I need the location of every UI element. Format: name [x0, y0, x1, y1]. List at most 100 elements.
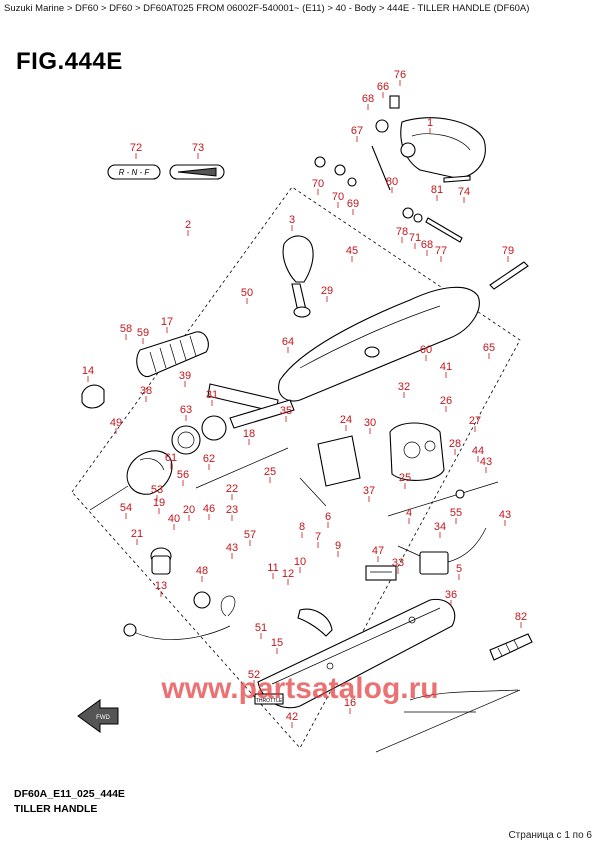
part-callout-79: 79: [502, 245, 514, 257]
part-callout-34: 34: [434, 521, 446, 533]
watermark: www.partsatalog.ru: [160, 672, 438, 705]
tiller-tow-rod: [375, 633, 533, 753]
emergency-stop-switch: [150, 547, 172, 575]
part-callout-80: 80: [386, 176, 398, 188]
gear-label-plate: R - N - F: [107, 164, 161, 180]
part-callout-62: 62: [203, 453, 215, 465]
throttle-plate: THROTTLE: [254, 693, 284, 705]
bolts-group: [425, 175, 529, 290]
part-callout-59: 59: [137, 327, 149, 339]
part-callout-41: 41: [440, 361, 452, 373]
steering-friction-bracket: [371, 95, 486, 191]
part-callout-68: 68: [362, 93, 374, 105]
shift-cable: [387, 481, 499, 517]
part-callout-61: 61: [165, 452, 177, 464]
assembly-outline: [71, 186, 521, 749]
throttle-friction-knob: [282, 235, 314, 318]
forward-direction-arrow: FWD: [77, 699, 119, 733]
throttle-plate-text: THROTTLE: [256, 698, 283, 704]
part-callout-6: 6: [325, 511, 331, 523]
part-callout-45: 45: [346, 245, 358, 257]
part-callout-30: 30: [364, 417, 376, 429]
part-callout-51: 51: [255, 622, 267, 634]
gear-label-text: R - N - F: [119, 168, 151, 177]
part-callout-69: 69: [347, 198, 359, 210]
warning-label: [365, 565, 397, 581]
part-callout-1: 1: [427, 117, 433, 129]
part-callout-16: 16: [344, 697, 356, 709]
part-callout-13: 13: [155, 580, 167, 592]
part-callout-5: 5: [456, 563, 462, 575]
part-callout-43: 43: [226, 542, 238, 554]
part-callout-33: 33: [392, 557, 404, 569]
part-callout-63: 63: [180, 404, 192, 416]
part-callout-42: 42: [286, 711, 298, 723]
throttle-shaft: [171, 383, 295, 455]
part-callout-78: 78: [396, 226, 408, 238]
part-callout-15: 15: [271, 637, 283, 649]
figure-subtitle: TILLER HANDLE: [14, 803, 98, 815]
part-callout-22: 22: [226, 483, 238, 495]
part-callout-48: 48: [196, 565, 208, 577]
part-callout-67: 67: [351, 125, 363, 137]
part-callout-50: 50: [241, 287, 253, 299]
part-callout-82: 82: [515, 611, 527, 623]
part-callout-40: 40: [168, 513, 180, 525]
part-callout-60: 60: [420, 344, 432, 356]
part-callout-31: 31: [206, 389, 218, 401]
throttle-link-rod: [195, 447, 289, 489]
part-callout-18: 18: [243, 428, 255, 440]
part-callout-71: 71: [409, 232, 421, 244]
part-callout-24: 24: [340, 414, 352, 426]
throttle-cable-spring: [297, 608, 333, 637]
part-callout-20: 20: [183, 504, 195, 516]
forward-arrow-label: FWD: [96, 715, 110, 721]
part-callout-14: 14: [82, 365, 94, 377]
part-callout-53: 53: [151, 484, 163, 496]
part-callout-29: 29: [321, 285, 333, 297]
wiring-harness: [397, 527, 487, 575]
tiller-handle-body: [278, 286, 480, 402]
part-callout-21: 21: [131, 528, 143, 540]
part-callout-7: 7: [315, 531, 321, 543]
part-callout-64: 64: [282, 336, 294, 348]
part-callout-44: 44: [472, 445, 484, 457]
part-callout-2: 2: [185, 219, 191, 231]
part-callout-68: 68: [421, 239, 433, 251]
grip-end-cap: [81, 384, 105, 409]
part-callout-81: 81: [431, 184, 443, 196]
part-callout-56: 56: [177, 469, 189, 481]
part-callout-17: 17: [161, 316, 173, 328]
part-callout-23: 23: [226, 504, 238, 516]
part-callout-52: 52: [248, 669, 260, 681]
part-callout-19: 19: [153, 497, 165, 509]
part-callout-39: 39: [179, 370, 191, 382]
tiller-grip-end: [89, 450, 173, 511]
part-callout-43: 43: [480, 456, 492, 468]
part-callout-76: 76: [394, 69, 406, 81]
stop-switch-lanyard: [123, 595, 236, 640]
part-callout-55: 55: [450, 507, 462, 519]
part-callout-36: 36: [445, 589, 457, 601]
part-callout-35: 35: [280, 405, 292, 417]
part-callout-54: 54: [120, 502, 132, 514]
part-callout-49: 49: [110, 417, 122, 429]
part-callout-12: 12: [282, 568, 294, 580]
part-callout-25: 25: [264, 466, 276, 478]
part-callout-27: 27: [469, 415, 481, 427]
shift-lever-bracket: [299, 435, 361, 507]
part-callout-38: 38: [140, 385, 152, 397]
throttle-grip: [136, 331, 209, 378]
figure-code: DF60A_E11_025_444E: [14, 788, 125, 800]
figure-title: FIG.444E: [16, 48, 123, 75]
part-callout-72: 72: [130, 142, 142, 154]
speed-indicator-decal: [169, 164, 225, 180]
part-callout-3: 3: [289, 214, 295, 226]
part-callout-77: 77: [435, 245, 447, 257]
part-callout-26: 26: [440, 395, 452, 407]
part-callout-74: 74: [458, 186, 470, 198]
part-callout-70: 70: [332, 191, 344, 203]
part-callout-32: 32: [398, 381, 410, 393]
